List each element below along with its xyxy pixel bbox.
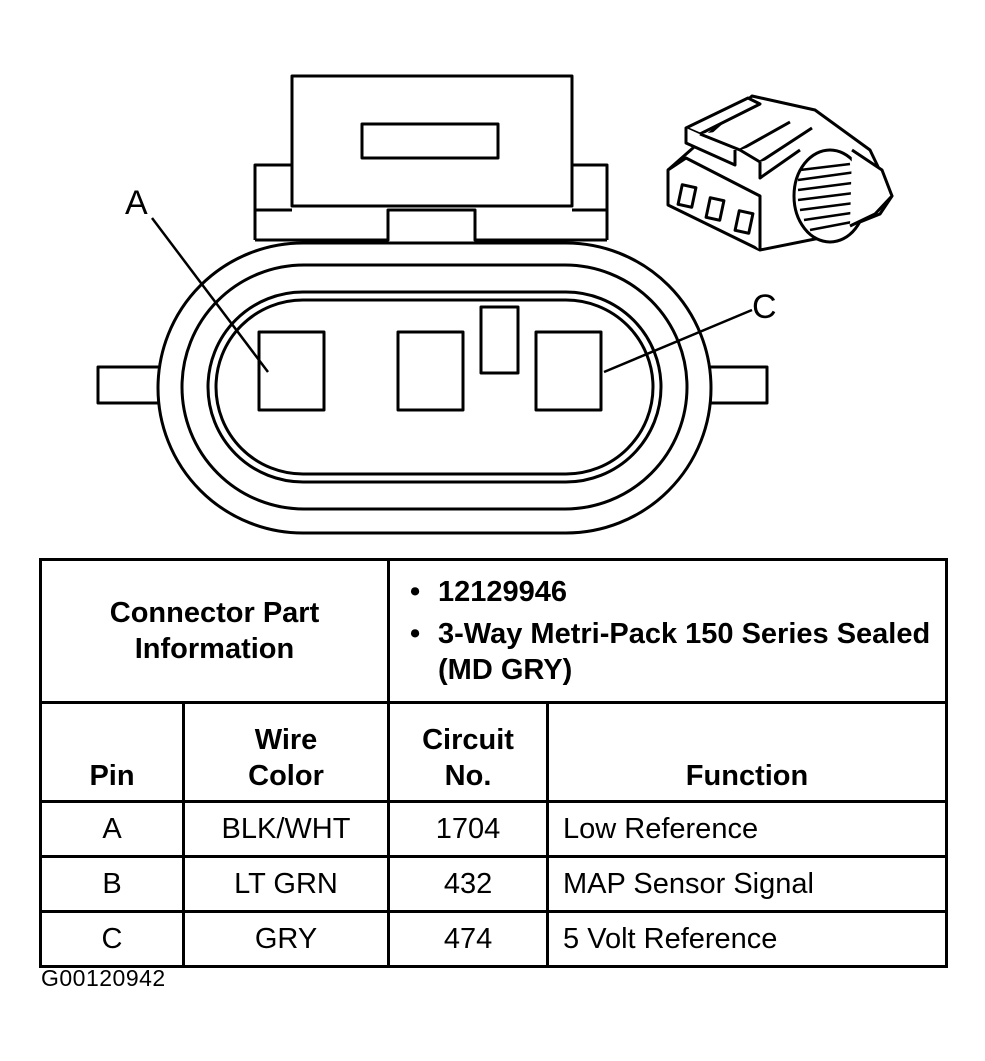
table-row: B LT GRN 432 MAP Sensor Signal <box>39 855 949 913</box>
header-wire-color-line2: Color <box>248 760 324 792</box>
connector-part-label-line2: Information <box>134 633 295 665</box>
left-tab <box>96 365 162 405</box>
header-pin: Pin <box>39 701 185 803</box>
connector-part-label-line1: Connector Part <box>109 597 320 629</box>
function-cell: Low Reference <box>546 800 949 858</box>
connector-isometric-illustration <box>666 94 894 252</box>
pin-cavity-b <box>396 330 465 412</box>
pin-cavity-c <box>534 330 603 412</box>
bullet-icon: • <box>410 618 421 650</box>
connector-part-info-label: Connector Part Information <box>38 558 391 704</box>
leader-line-c <box>603 308 753 374</box>
pin-label-c: C <box>752 288 777 326</box>
connector-part-info-values: • 12129946 • 3-Way Metri-Pack 150 Series… <box>387 558 949 704</box>
figure-code: G00120942 <box>41 965 166 991</box>
key-notch <box>479 305 520 375</box>
wire-color-cell: BLK/WHT <box>181 800 391 858</box>
column-header-row: Pin Wire Color Circuit No. Function <box>39 701 949 803</box>
header-circuit-line2: No. <box>444 760 492 792</box>
wire-color-cell: LT GRN <box>181 855 391 913</box>
connector-part-info-row: Connector Part Information • 12129946 • … <box>38 558 949 704</box>
connector-info-table: Connector Part Information • 12129946 • … <box>38 558 949 968</box>
pin-cell: B <box>39 855 185 913</box>
leader-line-a <box>151 217 269 373</box>
header-pin-label: Pin <box>89 760 135 792</box>
header-circuit: Circuit No. <box>387 701 550 803</box>
connector-face-diagram: A C <box>96 74 894 535</box>
circuit-cell: 474 <box>387 910 550 968</box>
circuit-cell: 432 <box>387 855 550 913</box>
connector-latch <box>253 74 609 242</box>
pin-label-a: A <box>125 184 148 222</box>
wire-color-cell: GRY <box>181 910 391 968</box>
function-cell: 5 Volt Reference <box>546 910 949 968</box>
right-tab <box>705 365 769 405</box>
list-item: • 12129946 <box>400 574 945 610</box>
table-row: C GRY 474 5 Volt Reference <box>39 910 949 968</box>
pin-cell: C <box>39 910 185 968</box>
header-function: Function <box>546 701 949 803</box>
circuit-cell: 1704 <box>387 800 550 858</box>
table-row: A BLK/WHT 1704 Low Reference <box>39 800 949 858</box>
pin-cell: A <box>39 800 185 858</box>
bullet-icon: • <box>410 576 421 608</box>
function-cell: MAP Sensor Signal <box>546 855 949 913</box>
connector-body-middle <box>180 263 689 511</box>
list-item: • 3-Way Metri-Pack 150 Series Sealed (MD… <box>400 616 945 688</box>
connector-body-inner <box>206 290 663 484</box>
header-wire-color: Wire Color <box>181 701 391 803</box>
connector-part-bullet-list: • 12129946 • 3-Way Metri-Pack 150 Series… <box>400 574 945 688</box>
header-circuit-line1: Circuit <box>422 724 514 756</box>
connector-description: 3-Way Metri-Pack 150 Series Sealed (MD G… <box>438 618 931 686</box>
pin-cavity-a <box>257 330 326 412</box>
header-function-label: Function <box>685 760 809 792</box>
header-wire-color-line1: Wire <box>254 724 318 756</box>
part-number: 12129946 <box>438 576 568 608</box>
